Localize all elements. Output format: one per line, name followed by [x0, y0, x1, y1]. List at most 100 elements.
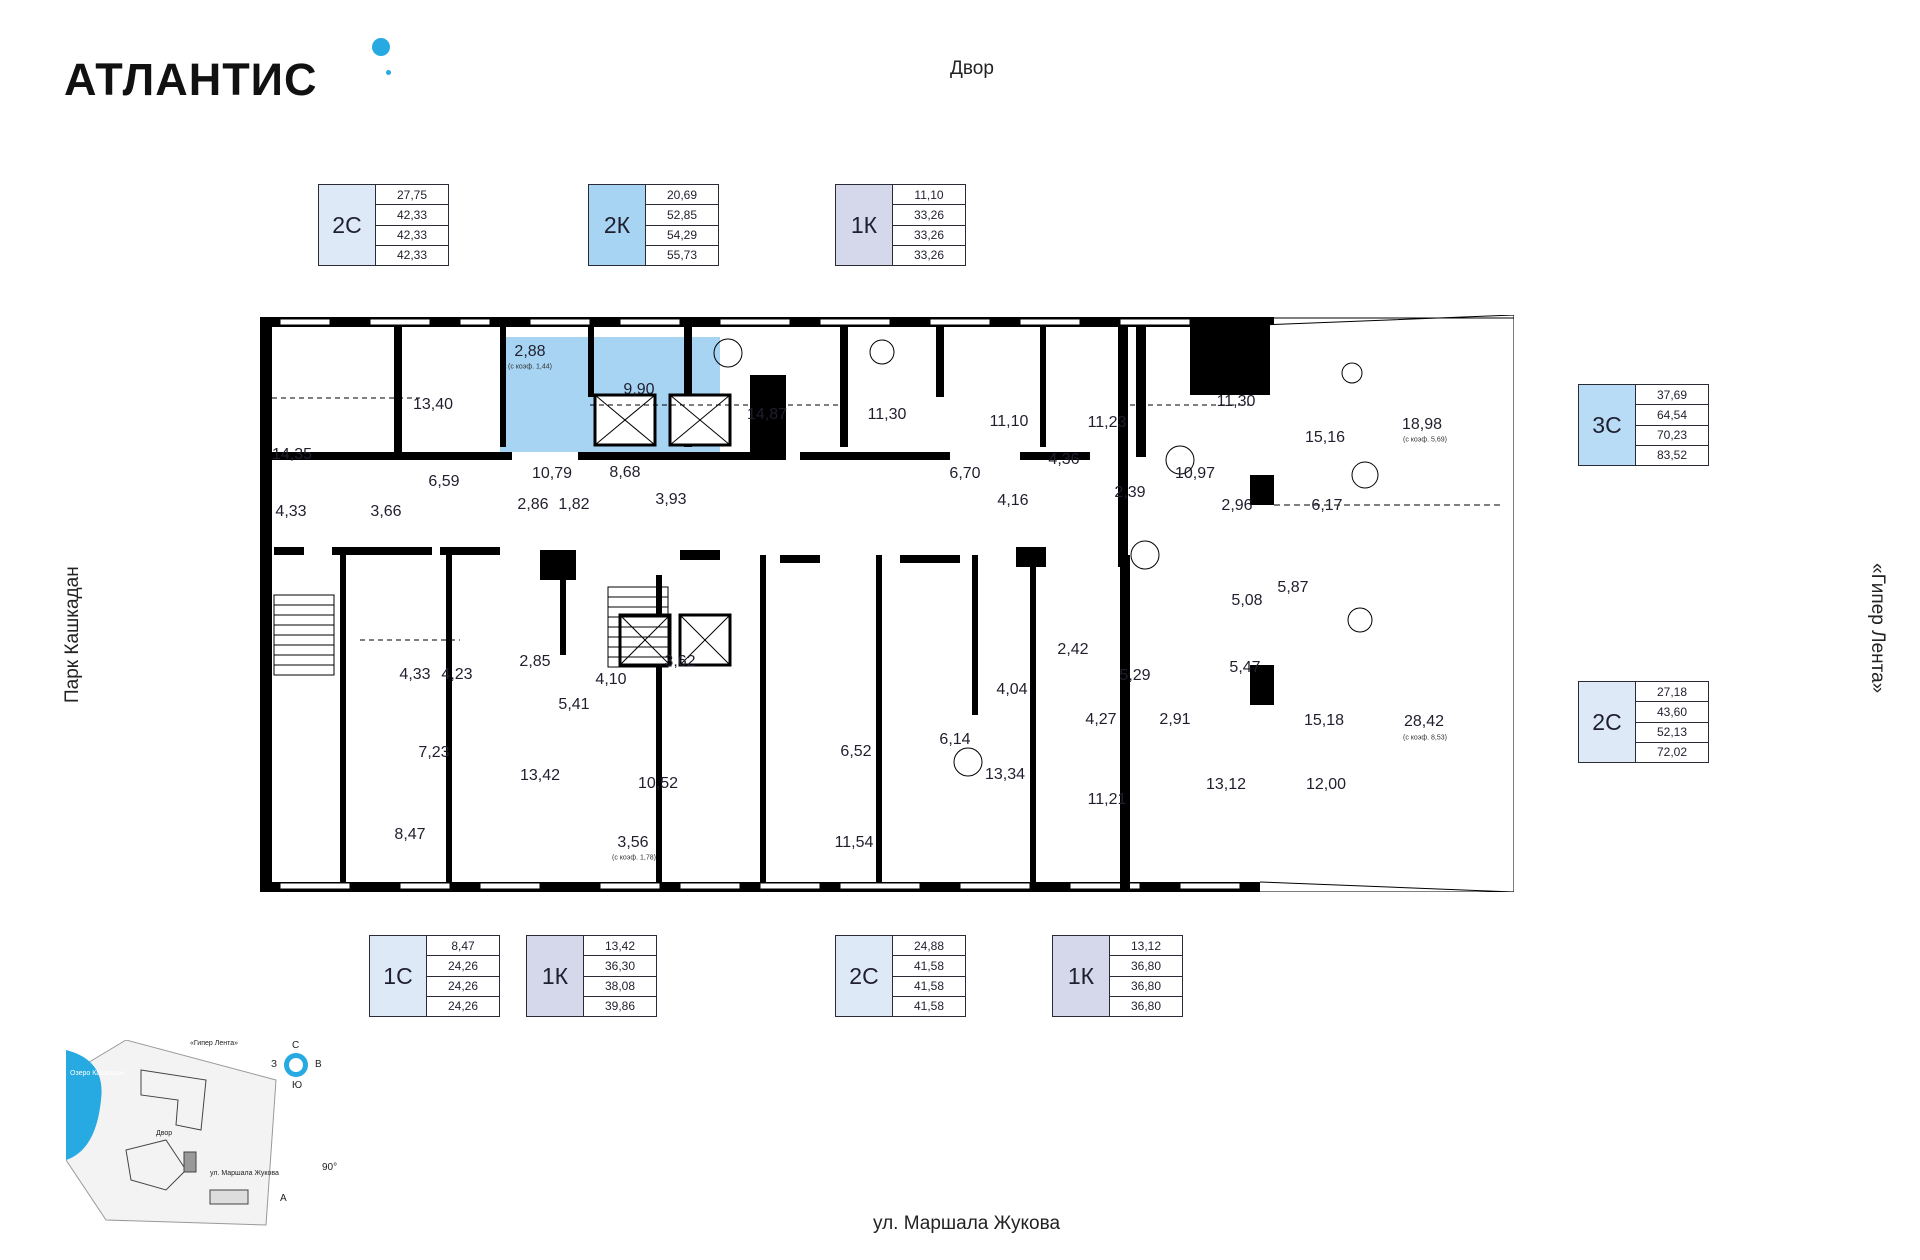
apartment-type: 1К — [527, 936, 584, 1016]
area-value: 70,23 — [1636, 426, 1708, 446]
room-area: 2,88 — [514, 343, 546, 360]
room-area: 11,21 — [1087, 791, 1127, 808]
label-street: ул. Маршала Жукова — [873, 1213, 1061, 1234]
coef-label: (с коэф. 1,44) — [508, 363, 552, 371]
apartment-type: 2С — [836, 936, 893, 1016]
logo-small-dot-icon — [386, 70, 391, 75]
room-area: 2,86 — [517, 496, 549, 513]
room-area: 6,59 — [428, 473, 460, 490]
room-area: 2,85 — [519, 653, 551, 670]
room-area: 3,93 — [655, 491, 687, 508]
room-area: 13,42 — [519, 767, 561, 784]
apartment-type: 1К — [1053, 936, 1110, 1016]
area-value: 24,26 — [427, 956, 499, 977]
room-area: 11,30 — [1216, 393, 1256, 410]
area-value: 54,29 — [646, 226, 718, 246]
room-area: 4,04 — [996, 681, 1028, 698]
room-area: 10,97 — [1174, 465, 1216, 482]
logo-dot-icon — [372, 38, 390, 56]
room-area: 5,08 — [1231, 592, 1263, 609]
apartment-type: 1К — [836, 185, 893, 265]
room-area: 2,39 — [1114, 484, 1146, 501]
coef-label: (с коэф. 8,53) — [1403, 734, 1447, 742]
room-area: 11,23 — [1087, 414, 1127, 431]
area-value: 55,73 — [666, 248, 698, 263]
room-area: 9,90 — [623, 381, 655, 398]
compass-west: З — [271, 1059, 278, 1070]
area-value: 52,85 — [646, 205, 718, 226]
room-area: 8,47 — [394, 826, 426, 843]
room-area: 2,96 — [1221, 497, 1253, 514]
brand-logo: АТЛАНТИС — [64, 54, 318, 105]
area-value: 42,33 — [396, 248, 428, 263]
area-value: 33,26 — [893, 205, 965, 226]
room-area: 5,41 — [558, 696, 590, 713]
apartment-type: 3С — [1579, 385, 1636, 465]
area-value: 11,10 — [893, 185, 965, 206]
area-value: 38,08 — [584, 977, 656, 997]
area-value: 24,88 — [893, 936, 965, 957]
room-area: 4,27 — [1085, 711, 1117, 728]
area-value: 13,12 — [1110, 936, 1182, 957]
area-value: 39,86 — [604, 999, 636, 1014]
room-area: 6,52 — [840, 743, 872, 760]
compass-south: Ю — [292, 1080, 303, 1091]
room-area: 6,17 — [1311, 497, 1343, 514]
building-marker — [209, 1189, 249, 1205]
room-area: 11,54 — [834, 834, 874, 851]
room-area: 3,56 — [617, 834, 649, 851]
room-area: 6,70 — [949, 465, 981, 482]
room-area: 5,29 — [1119, 667, 1151, 684]
coef-label: (с коэф. 1,78) — [612, 854, 656, 862]
lake-shape — [66, 1050, 102, 1160]
room-area: 4,16 — [997, 492, 1029, 509]
room-area: 2,91 — [1159, 711, 1191, 728]
room-area: 11,30 — [867, 406, 907, 423]
area-value: 72,02 — [1656, 745, 1688, 760]
site-map — [66, 1040, 277, 1226]
area-value: 24,26 — [447, 999, 479, 1014]
room-area: 3,62 — [664, 653, 696, 670]
area-value: 43,60 — [1636, 702, 1708, 723]
room-area: 12,00 — [1305, 776, 1347, 793]
room-area: 6,14 — [939, 731, 971, 748]
floor-plan — [260, 315, 1514, 892]
building-letter: А — [280, 1193, 287, 1204]
room-area: 14,87 — [746, 406, 788, 423]
room-area: 4,33 — [399, 666, 431, 683]
area-value: 33,26 — [913, 248, 945, 263]
rotation-label: 90° — [322, 1162, 338, 1173]
label-yard: Двор — [950, 58, 994, 79]
apartment-type: 2К — [589, 185, 646, 265]
compass-north: С — [292, 1040, 300, 1051]
room-area: 18,98 — [1401, 416, 1443, 433]
area-value: 41,58 — [913, 999, 945, 1014]
room-area: 8,68 — [609, 464, 641, 481]
site-road-label: «Гипер Лента» — [190, 1040, 238, 1047]
apartment-type: 2С — [1579, 682, 1636, 762]
room-area: 4,23 — [441, 666, 473, 683]
room-area: 5,47 — [1229, 659, 1261, 676]
room-area: 15,16 — [1304, 429, 1346, 446]
area-value: 36,30 — [584, 956, 656, 977]
site-yard-label: Двор — [156, 1130, 173, 1137]
apartment-type: 1С — [370, 936, 427, 1016]
room-area: 11,10 — [989, 413, 1029, 430]
room-area: 5,87 — [1277, 579, 1309, 596]
room-area: 13,12 — [1205, 776, 1247, 793]
area-value: 8,47 — [427, 936, 499, 957]
room-area: 28,42 — [1403, 713, 1445, 730]
area-value: 41,58 — [893, 956, 965, 977]
wall — [1260, 317, 1274, 325]
area-value: 13,42 — [584, 936, 656, 957]
label-park: Парк Кашкадан — [62, 566, 83, 703]
